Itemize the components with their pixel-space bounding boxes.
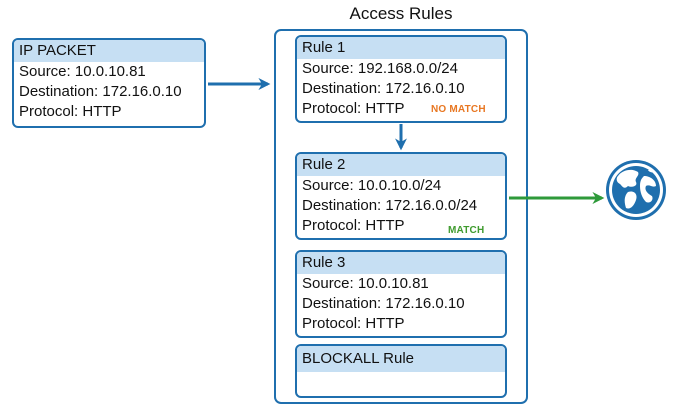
packet-protocol: Protocol: HTTP [19, 103, 122, 120]
rule-1-status: NO MATCH [431, 104, 486, 115]
rule-2-destination: Destination: 172.16.0.0/24 [302, 197, 478, 214]
rule-1-protocol: Protocol: HTTP [302, 100, 405, 117]
rule-2-source: Source: 10.0.10.0/24 [302, 177, 442, 194]
blockall-rule-header: BLOCKALL Rule [297, 346, 505, 372]
rule-1-box: Rule 1 Source: 192.168.0.0/24 Destinatio… [295, 35, 507, 123]
rule-3-header: Rule 3 [297, 252, 505, 274]
globe-icon [606, 160, 666, 220]
ip-packet-header: IP PACKET [14, 40, 204, 62]
rule-1-header: Rule 1 [297, 37, 505, 59]
rule-2-box: Rule 2 Source: 10.0.10.0/24 Destination:… [295, 152, 507, 240]
rule-1-destination: Destination: 172.16.0.10 [302, 80, 465, 97]
packet-destination: Destination: 172.16.0.10 [19, 83, 182, 100]
ip-packet-box: IP PACKET Source: 10.0.10.81 Destination… [12, 38, 206, 128]
packet-source: Source: 10.0.10.81 [19, 63, 146, 80]
rule-2-header: Rule 2 [297, 154, 505, 176]
rule-2-protocol: Protocol: HTTP [302, 217, 405, 234]
access-rules-container [274, 29, 528, 404]
rule-2-status: MATCH [448, 225, 485, 236]
rule-3-source: Source: 10.0.10.81 [302, 275, 429, 292]
rule-3-protocol: Protocol: HTTP [302, 315, 405, 332]
rule-3-box: Rule 3 Source: 10.0.10.81 Destination: 1… [295, 250, 507, 338]
blockall-rule-box: BLOCKALL Rule [295, 344, 507, 398]
rule-1-source: Source: 192.168.0.0/24 [302, 60, 458, 77]
rule-3-destination: Destination: 172.16.0.10 [302, 295, 465, 312]
diagram-title: Access Rules [349, 4, 453, 23]
